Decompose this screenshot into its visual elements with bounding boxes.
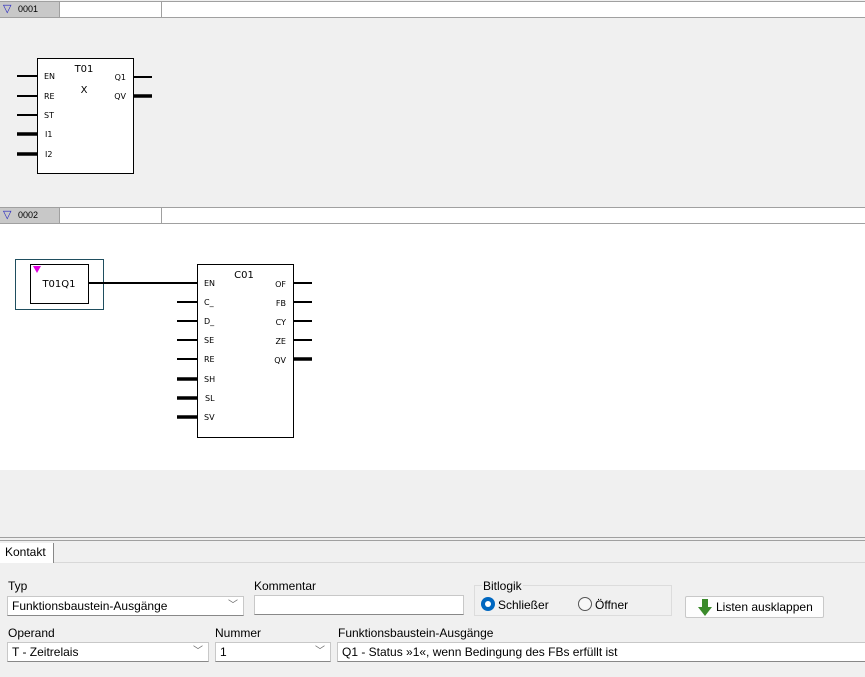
- nummer-label: Nummer: [215, 626, 262, 640]
- chevron-down-icon: ﹀: [193, 646, 203, 657]
- collapse-icon[interactable]: ▽: [3, 209, 12, 221]
- rung-header-0002[interactable]: 0002 ▽: [0, 207, 865, 224]
- pin-label: CY: [276, 318, 286, 327]
- pin-label: I2: [45, 150, 52, 159]
- fb-outputs-value: Q1 - Status »1«, wenn Bedingung des FBs …: [342, 645, 618, 659]
- fb-outputs-label: Funktionsbaustein-Ausgänge: [338, 626, 494, 640]
- kommentar-input[interactable]: [254, 595, 464, 615]
- fb-outputs-select[interactable]: Q1 - Status »1«, wenn Bedingung des FBs …: [337, 642, 865, 662]
- contact-selection: [15, 259, 104, 310]
- operand-label: Operand: [8, 626, 55, 640]
- kommentar-label: Kommentar: [254, 579, 317, 593]
- pin-label: ZE: [275, 337, 286, 346]
- radio-schliesser-label: Schließer: [498, 598, 549, 612]
- tab-kontakt[interactable]: Kontakt: [0, 543, 54, 563]
- bitlogik-group: [474, 585, 672, 616]
- typ-label: Typ: [8, 579, 28, 593]
- radio-schliesser[interactable]: [481, 597, 495, 611]
- rung-header-0001[interactable]: 0001 ▽: [0, 1, 865, 18]
- rung-0002-canvas[interactable]: T01Q1 C01 EN C_ D_ SE RE SH SL SV OF FB …: [0, 224, 865, 470]
- radio-oeffner[interactable]: [578, 597, 592, 611]
- pin-label: OF: [275, 280, 286, 289]
- pin-label: I1: [45, 130, 52, 139]
- pin-label: RE: [44, 92, 55, 101]
- rung-number: 0001: [0, 2, 60, 17]
- listen-ausklappen-button[interactable]: Listen ausklappen: [685, 596, 824, 618]
- block-param: X: [81, 85, 88, 96]
- typ-select[interactable]: Funktionsbaustein-Ausgänge ﹀: [7, 596, 244, 616]
- pin-label: FB: [276, 299, 286, 308]
- tab-bar: Kontakt: [0, 542, 865, 563]
- nummer-value: 1: [220, 645, 227, 659]
- pin-label: SL: [205, 394, 215, 403]
- radio-oeffner-label: Öffner: [595, 598, 629, 612]
- rung-comment-cell[interactable]: [60, 208, 162, 223]
- rung-comment-cell[interactable]: [60, 2, 162, 17]
- typ-value: Funktionsbaustein-Ausgänge: [12, 599, 168, 613]
- pin-label: SV: [204, 413, 215, 422]
- rung-0001-canvas[interactable]: T01 X EN RE ST I1 I2 Q1 QV: [0, 18, 865, 207]
- operand-select[interactable]: T - Zeitrelais ﹀: [7, 642, 209, 662]
- arrow-down-icon: [698, 599, 712, 616]
- t01-outputs: Q1 QV: [114, 73, 152, 101]
- block-title: C01: [234, 270, 254, 281]
- button-label: Listen ausklappen: [716, 600, 813, 614]
- pin-label: D_: [204, 317, 215, 326]
- marker-triangle-icon: [33, 266, 41, 273]
- contact-label: T01Q1: [41, 279, 75, 290]
- operand-value: T - Zeitrelais: [12, 645, 79, 659]
- function-block-c01[interactable]: [197, 264, 294, 438]
- chevron-down-icon: ﹀: [228, 600, 238, 611]
- bitlogik-label: Bitlogik: [482, 579, 523, 593]
- chevron-down-icon: ﹀: [315, 646, 325, 657]
- nummer-select[interactable]: 1﹀: [215, 642, 331, 662]
- splitter[interactable]: [0, 537, 865, 541]
- pin-label: C_: [204, 298, 215, 307]
- c01-inputs: EN C_ D_ SE RE SH SL SV: [177, 279, 215, 422]
- pin-label: EN: [204, 279, 215, 288]
- pin-label: QV: [114, 92, 126, 101]
- block-title: T01: [74, 64, 94, 75]
- rung-number: 0002: [0, 208, 60, 223]
- collapse-icon[interactable]: ▽: [3, 3, 12, 15]
- c01-outputs: OF FB CY ZE QV: [274, 280, 312, 365]
- pin-label: SH: [204, 375, 215, 384]
- pin-label: SE: [204, 336, 214, 345]
- pin-label: Q1: [115, 73, 126, 82]
- pin-label: QV: [274, 356, 286, 365]
- pin-label: ST: [44, 111, 54, 120]
- function-block-t01[interactable]: [37, 58, 134, 174]
- pin-label: EN: [44, 72, 55, 81]
- t01-inputs: EN RE ST I1 I2: [17, 72, 55, 159]
- pin-label: RE: [204, 355, 215, 364]
